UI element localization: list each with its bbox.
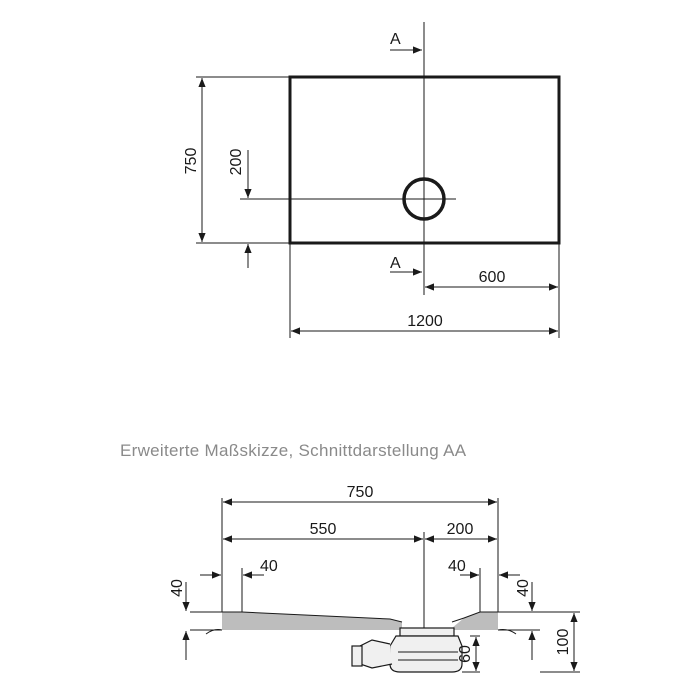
section-view: 750 550 200 40 40 40 40	[169, 484, 580, 673]
sec-dim-left-rim-label: 40	[260, 558, 278, 575]
section-caption: Erweiterte Maßskizze, Schnittdarstellung…	[120, 441, 467, 460]
dim-750-label: 750	[183, 148, 200, 175]
tray-section-right	[452, 612, 498, 630]
dim-200-label: 200	[228, 149, 245, 176]
dim-600-label: 600	[479, 269, 506, 286]
sec-dim-200-label: 200	[447, 521, 474, 538]
sec-dim-left-height-label: 40	[169, 579, 186, 597]
sec-dim-right-height-label: 40	[515, 579, 532, 597]
tray-section-left	[222, 612, 402, 630]
svg-text:A: A	[390, 31, 401, 48]
plan-view: A A 750 200 600 1200	[183, 22, 561, 338]
sec-dim-60-label: 60	[457, 645, 474, 663]
sec-dim-100-label: 100	[555, 629, 572, 656]
section-marker-bottom: A	[390, 255, 422, 276]
dim-1200-label: 1200	[407, 313, 443, 330]
sec-dim-550-label: 550	[310, 521, 337, 538]
svg-text:A: A	[390, 255, 401, 272]
drain-trap	[351, 627, 463, 673]
section-marker-top: A	[390, 31, 422, 54]
sec-dim-right-rim-label: 40	[448, 558, 466, 575]
sec-dim-750-label: 750	[347, 484, 374, 501]
